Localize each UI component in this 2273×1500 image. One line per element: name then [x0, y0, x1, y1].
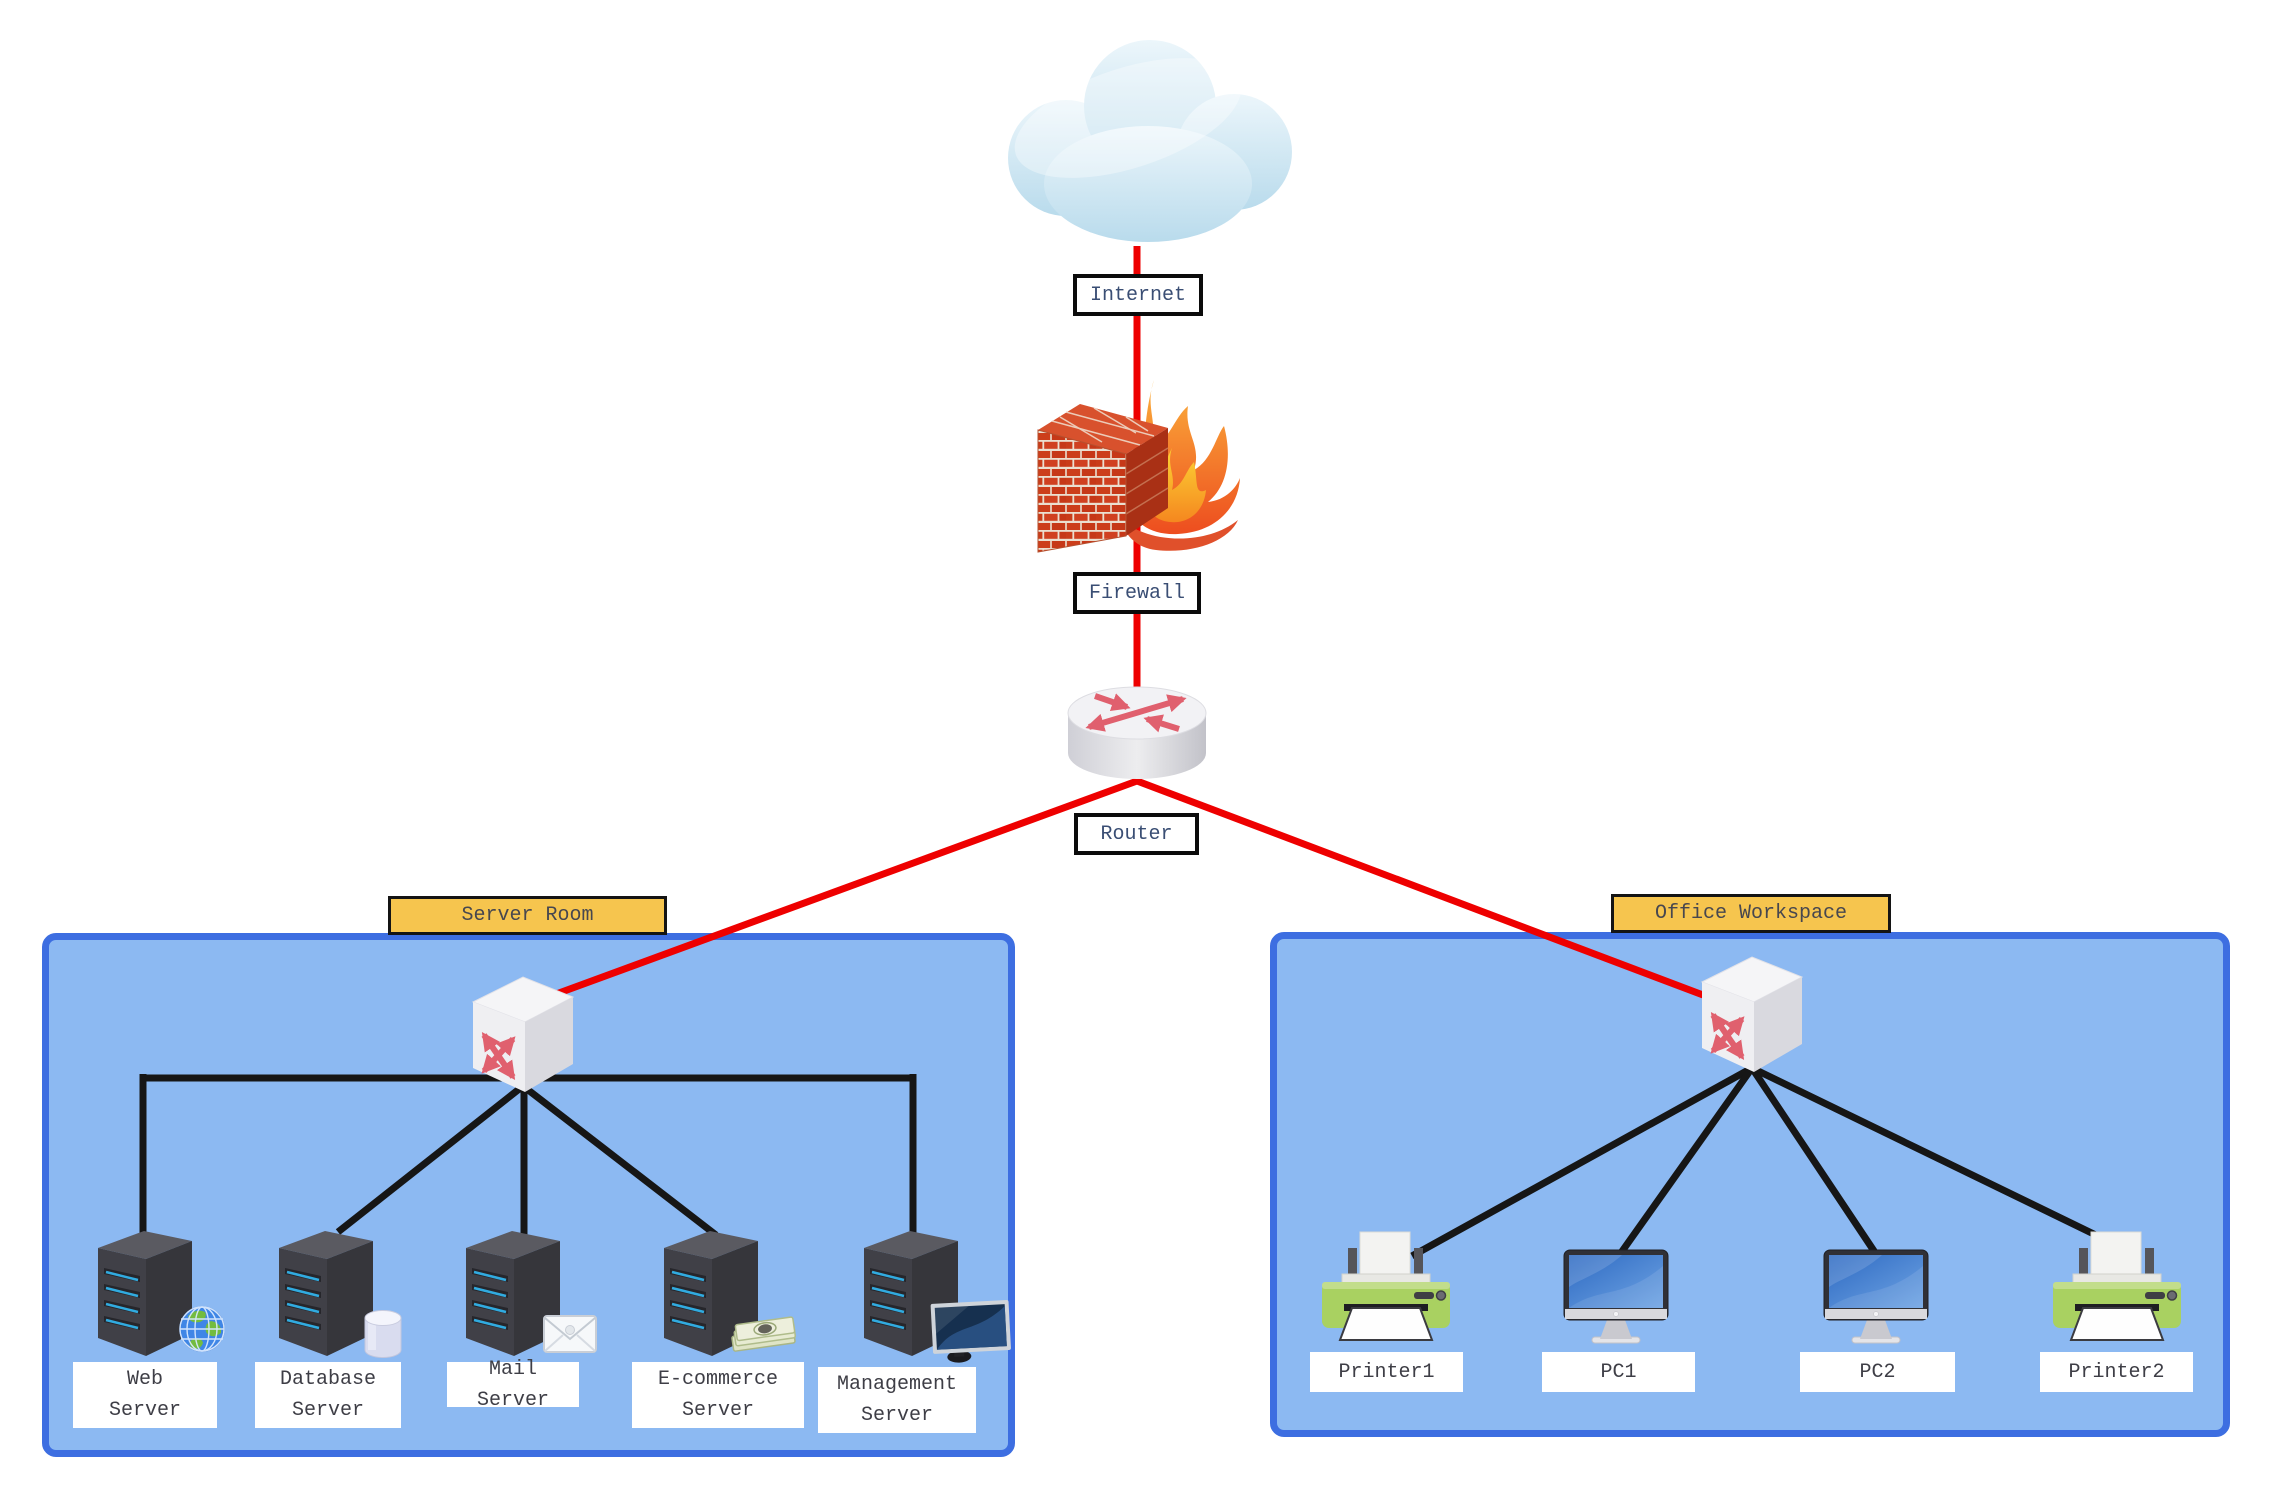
- lan-links: [139, 1064, 2108, 1260]
- printer2-label: Printer2: [2040, 1352, 2193, 1392]
- database-server-icon: [277, 1229, 402, 1358]
- office-switch-icon: [1696, 952, 1808, 1074]
- ecommerce-server-label: E-commerce Server: [632, 1362, 804, 1428]
- envelope-icon: [543, 1315, 597, 1353]
- database-cylinder-icon: [364, 1310, 402, 1358]
- printer1-label: Printer1: [1310, 1352, 1463, 1392]
- web-server-icon: [96, 1229, 225, 1358]
- link-pc2: [1749, 1066, 1881, 1259]
- firewall-label: Firewall: [1073, 572, 1201, 614]
- link-router-serverroom-switch: [546, 777, 1139, 1001]
- mail-server-label: Mail Server: [447, 1358, 579, 1412]
- management-server-icon: [862, 1229, 1012, 1364]
- ecommerce-server-icon: [662, 1229, 797, 1358]
- link-printer2: [1750, 1064, 2108, 1244]
- router-icon: [1067, 686, 1207, 779]
- cloud-icon: [1008, 40, 1292, 242]
- pc2-label: PC2: [1800, 1352, 1955, 1392]
- web-server-label: Web Server: [73, 1362, 217, 1428]
- printer1-icon: [1321, 1231, 1451, 1341]
- monitor-icon: [930, 1299, 1012, 1364]
- server-room-switch-icon: [467, 972, 579, 1094]
- wan-links: [546, 246, 1705, 1001]
- management-server-label: Management Server: [818, 1367, 976, 1433]
- router-label: Router: [1074, 813, 1199, 855]
- office-workspace-label: Office Workspace: [1611, 894, 1891, 933]
- link-pc1: [1615, 1065, 1755, 1260]
- pc2-icon: [1823, 1249, 1929, 1344]
- database-server-label: Database Server: [255, 1362, 401, 1428]
- printer2-icon: [2052, 1231, 2182, 1341]
- globe-icon: [179, 1306, 225, 1352]
- brick-wall-icon: [1037, 404, 1169, 553]
- link-printer1: [1410, 1064, 1754, 1260]
- server-room-label: Server Room: [388, 896, 667, 935]
- firewall-icon: [1037, 380, 1240, 553]
- link-ecommerce-server: [520, 1083, 719, 1238]
- link-router-office-switch: [1135, 777, 1705, 999]
- pc1-label: PC1: [1542, 1352, 1695, 1392]
- link-database-server: [335, 1083, 526, 1235]
- internet-label: Internet: [1073, 274, 1203, 316]
- mail-server-icon: [464, 1229, 597, 1358]
- pc1-icon: [1563, 1249, 1669, 1344]
